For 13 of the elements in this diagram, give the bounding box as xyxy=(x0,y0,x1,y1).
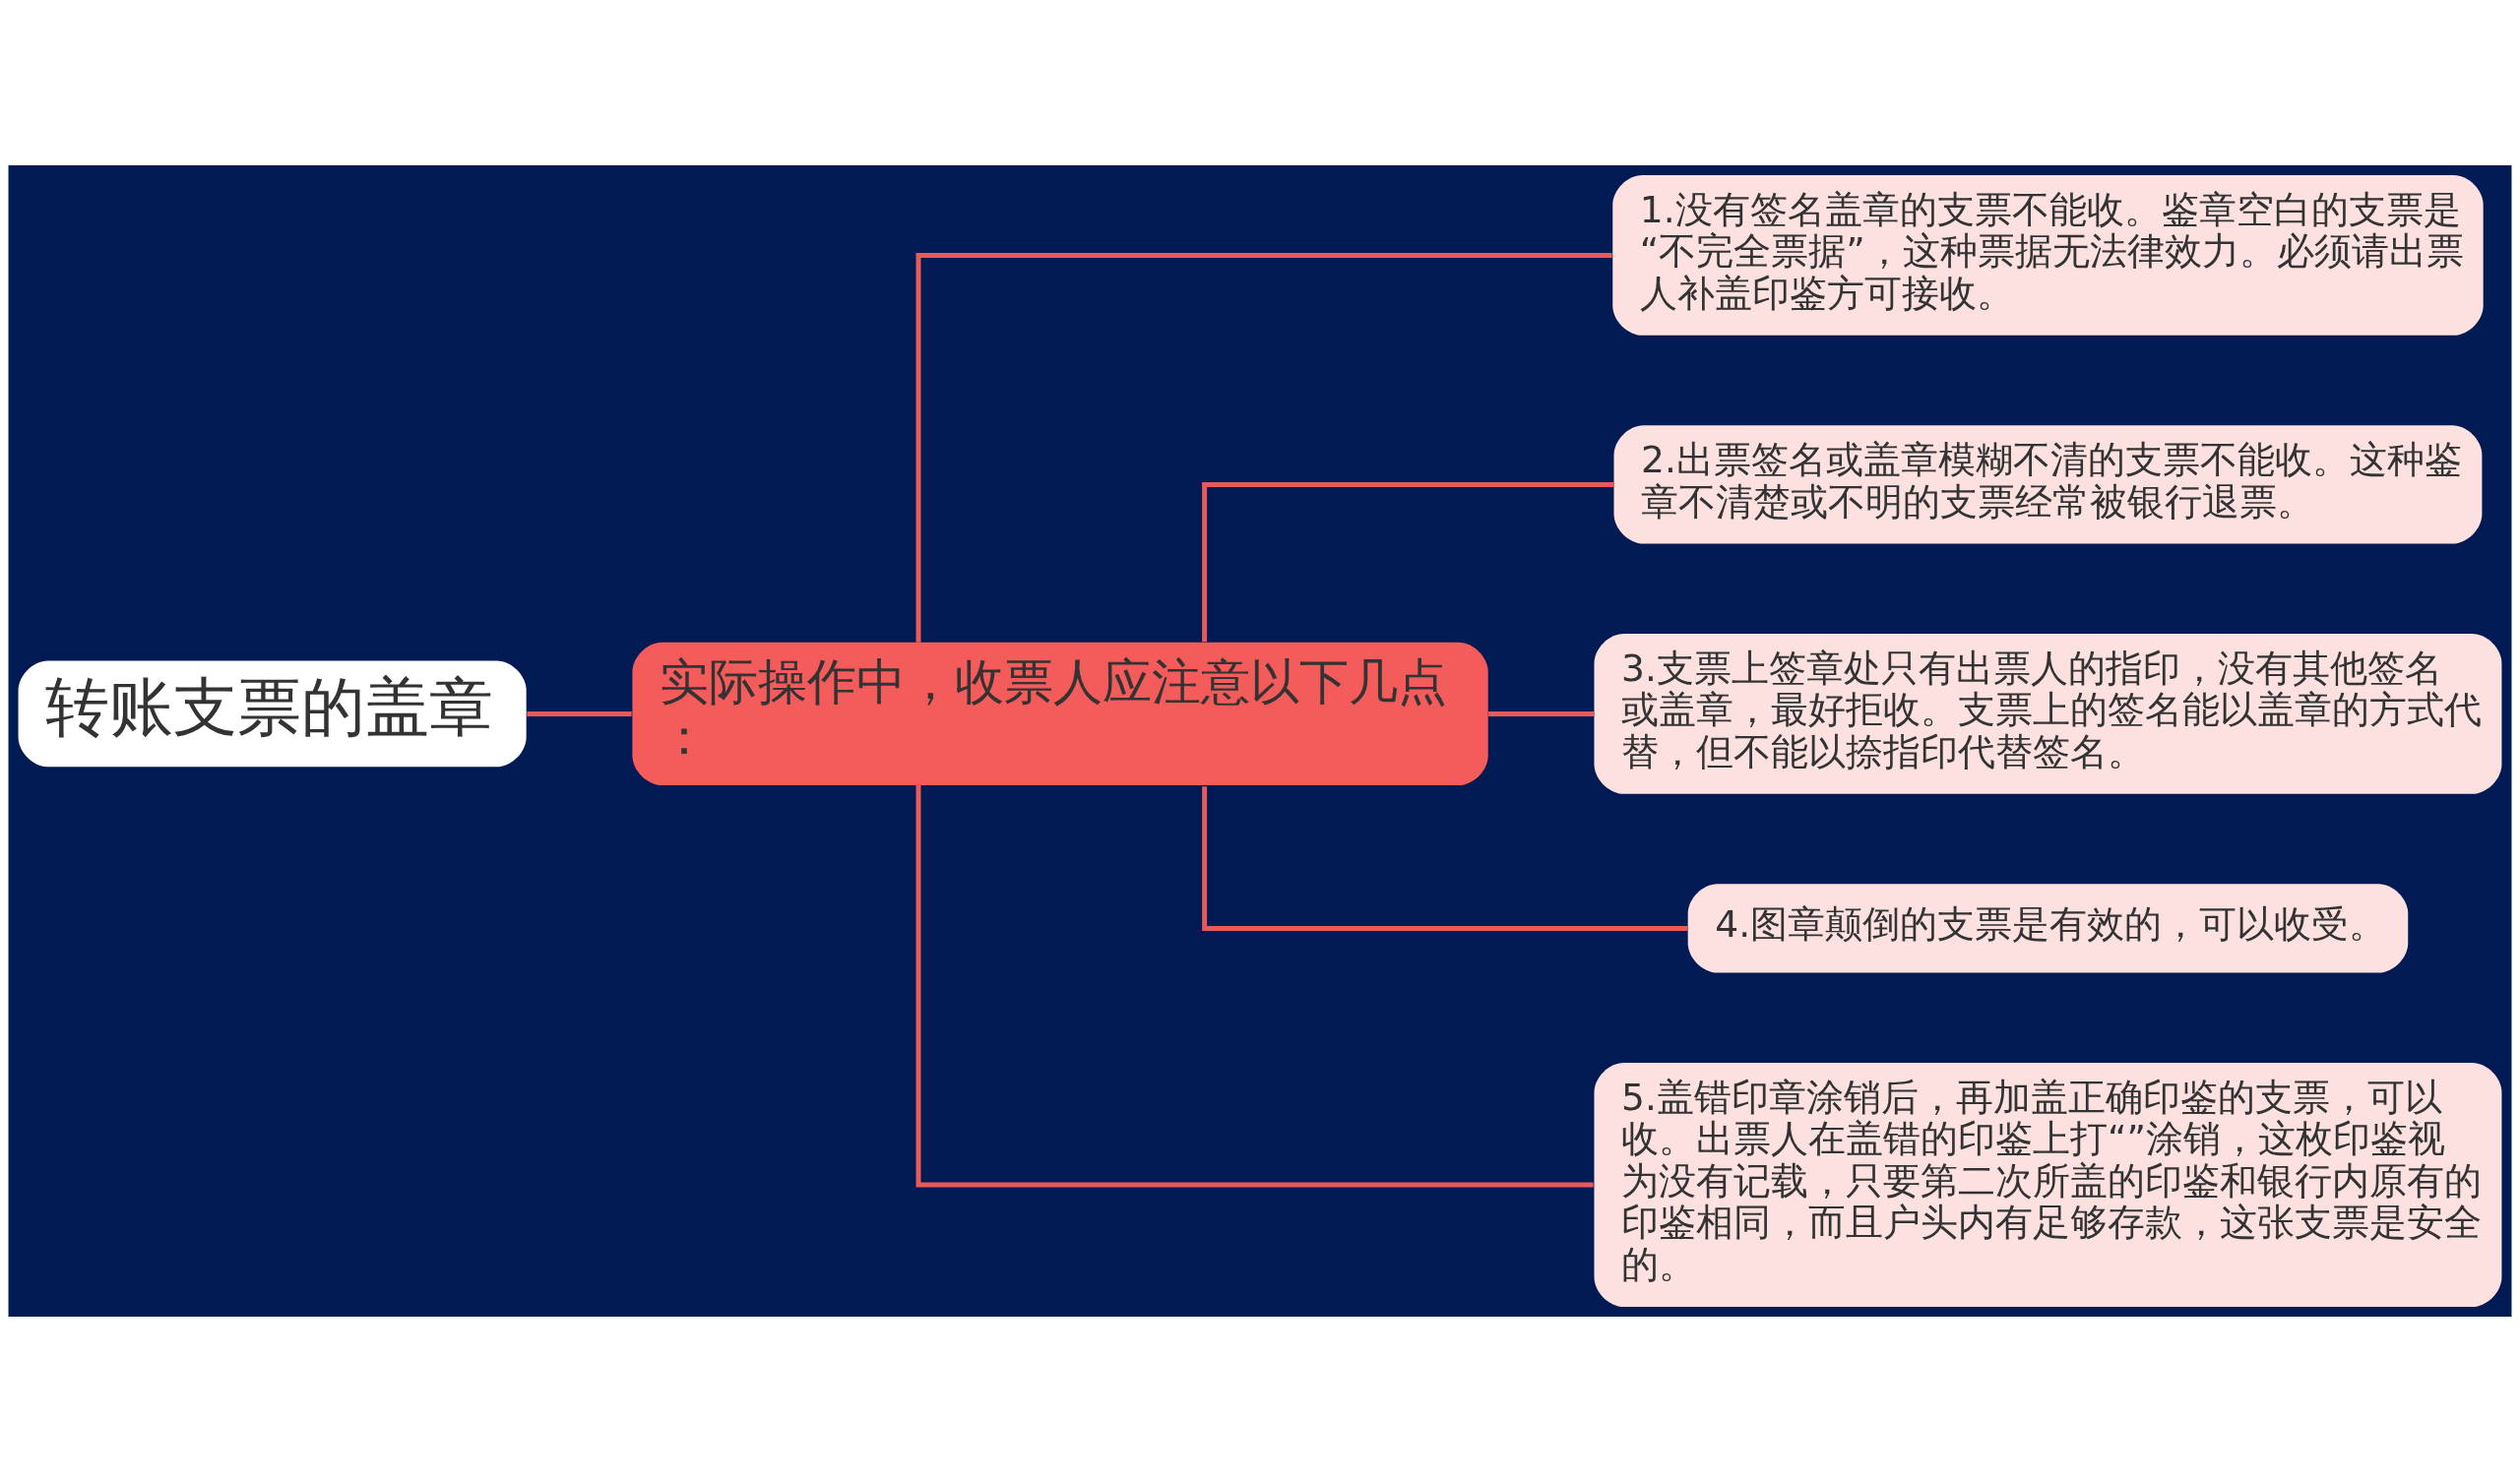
connector xyxy=(915,252,1612,643)
connector xyxy=(915,784,1594,1187)
node-box: 实际操作中，收票人应注意以下几点： xyxy=(632,642,1488,785)
node-box: 3.支票上签章处只有出票人的指印，没有其他签名或盖章，最好拒收。支票上的签名能以盖章的方式代替，但不能以捺指印代替签名。 xyxy=(1594,633,2502,794)
node-box: 1.没有签名盖章的支票不能收。鉴章空白的支票是“不完全票据”，这种票据无法律效力。必须请出票人补盖印鉴方可接收。 xyxy=(1612,174,2484,336)
connector xyxy=(1202,785,1688,931)
connector xyxy=(527,710,632,716)
node-box: 2.出票签名或盖章模糊不清的支票不能收。这种鉴章不清楚或不明的支票经常被银行退票。 xyxy=(1613,424,2483,544)
node-box: 5.盖错印章涂销后，再加盖正确印鉴的支票，可以收。出票人在盖错的印鉴上打“”涂销，这枚印鉴视为没有记载，只要第二次所盖的印鉴和银行内原有的印鉴相同，而且户头内有足够存款，这张支票是安全的。 xyxy=(1594,1062,2502,1307)
connector xyxy=(1488,710,1595,716)
connector xyxy=(1202,481,1614,642)
node-box: 转账支票的盖章 xyxy=(18,660,527,767)
node-box: 4.图章颠倒的支票是有效的，可以收受。 xyxy=(1687,883,2409,972)
